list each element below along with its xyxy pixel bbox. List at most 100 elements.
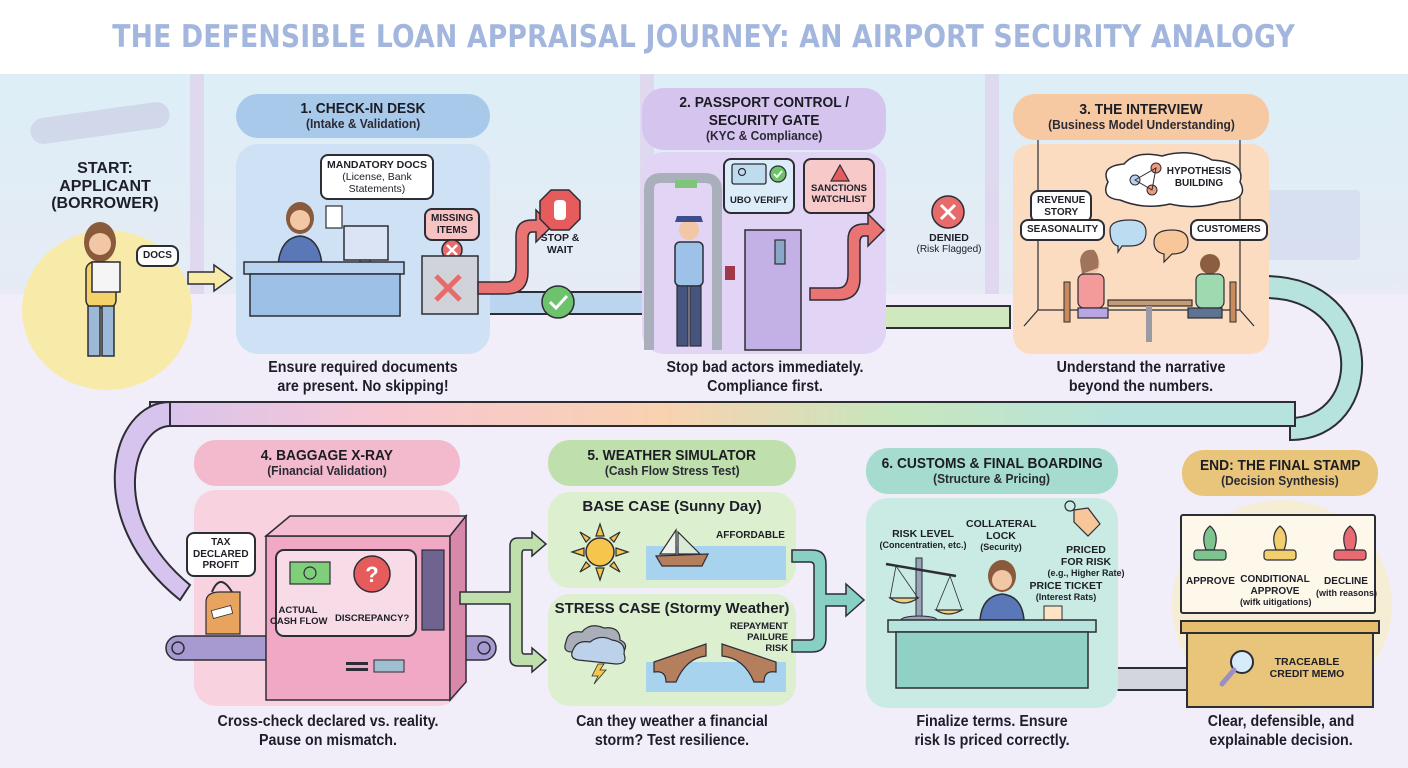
belt-curve-left bbox=[113, 400, 192, 602]
priced-line: FOR RISK bbox=[1060, 556, 1112, 569]
caption-line: Ensure required documents bbox=[268, 359, 458, 376]
stop-line: WAIT bbox=[546, 244, 574, 257]
decline-text: DECLINE bbox=[1324, 576, 1368, 587]
failure-line: RISK bbox=[765, 642, 789, 654]
stage-heading: 2. PASSPORT CONTROL / bbox=[679, 94, 849, 112]
risk-level-text: RISK LEVEL bbox=[892, 528, 954, 540]
collateral-line: COLLATERAL bbox=[966, 518, 1037, 530]
stage-heading: SECURITY GATE bbox=[708, 111, 820, 129]
id-card-check-icon bbox=[731, 163, 787, 185]
interview-table-people-icon bbox=[1063, 219, 1237, 342]
stage-heading: 1. CHECK-IN DESK bbox=[300, 99, 426, 117]
security-gate-icon bbox=[644, 173, 802, 351]
stage-caption: Stop bad actors immediately. Compliance … bbox=[632, 358, 899, 397]
missing-line: ITEMS bbox=[436, 224, 468, 236]
ticket-subtext: (Interest Rats) bbox=[1035, 592, 1097, 603]
caption-line: Compliance first. bbox=[707, 378, 823, 396]
bubble-line: MANDATORY DOCS bbox=[327, 159, 427, 171]
affordable-label: AFFORDABLE bbox=[716, 530, 785, 541]
stage-caption: Clear, defensible, and explainable decis… bbox=[1184, 712, 1377, 751]
stage-subheading: (Cash Flow Stress Test) bbox=[604, 463, 740, 479]
check-pass-icon bbox=[541, 285, 575, 319]
ticket-text: PRICE TICKET bbox=[1029, 580, 1103, 592]
tax-declared-bubble: TAX DECLARED PROFIT bbox=[186, 532, 256, 577]
stop-wait-label: STOP & WAIT bbox=[532, 232, 588, 256]
stage-caption: Can they weather a financial storm? Test… bbox=[558, 712, 786, 751]
caption-line: Stop bad actors immediately. bbox=[666, 359, 864, 376]
page-title: THE DEFENSIBLE LOAN APPRAISAL JOURNEY: A… bbox=[112, 19, 1296, 55]
price-ticket-label: PRICE TICKET (Interest Rats) bbox=[1026, 580, 1106, 602]
hypothesis-line: HYPOTHESIS bbox=[1166, 166, 1232, 177]
stage-heading: END: THE FINAL STAMP bbox=[1199, 456, 1361, 474]
priced-for-risk-label: PRICED FOR RISK (e.g., Higher Rate) bbox=[1046, 544, 1126, 578]
base-case-title: BASE CASE (Sunny Day) bbox=[582, 498, 762, 515]
caption-line: Can they weather a financial bbox=[576, 713, 768, 730]
sun-icon bbox=[570, 522, 630, 582]
stop-line: STOP & bbox=[540, 232, 580, 244]
denied-label: DENIED (Risk Flagged) bbox=[904, 232, 994, 256]
price-tag-icon bbox=[1064, 500, 1101, 537]
cash-line: CASH FLOW bbox=[270, 615, 328, 627]
sanctions-line: SANCTIONS bbox=[811, 183, 867, 194]
caption-line: explainable decision. bbox=[1209, 732, 1353, 750]
start-label-line: START: bbox=[77, 160, 133, 177]
credit-memo-label: TRACEABLE CREDIT MEMO bbox=[1262, 656, 1352, 680]
denied-x-icon bbox=[931, 195, 965, 229]
risk-level-label: RISK LEVEL (Concentratien, etc.) bbox=[878, 528, 968, 550]
merge-arrow-icon bbox=[791, 549, 866, 653]
svg-text:?: ? bbox=[365, 562, 378, 587]
bubble-line: Statements) bbox=[348, 183, 406, 196]
stage-heading: 4. BAGGAGE X-RAY bbox=[260, 446, 394, 464]
memo-line: CREDIT MEMO bbox=[1269, 668, 1345, 681]
sanctions-line: WATCHLIST bbox=[811, 193, 867, 205]
collateral-lock-label: COLLATERAL LOCK (Security) bbox=[966, 518, 1036, 552]
decline-subtext: (with reasons) bbox=[1316, 587, 1378, 598]
denied-subtext: (Risk Flagged) bbox=[916, 244, 982, 256]
revenue-story-bubble: REVENUE STORY bbox=[1030, 190, 1093, 223]
thought-cloud-icon bbox=[1105, 152, 1244, 208]
stage-caption: Finalize terms. Ensure risk Is priced co… bbox=[876, 712, 1108, 751]
revenue-line: REVENUE bbox=[1037, 195, 1086, 206]
missing-items-box-icon bbox=[421, 239, 479, 315]
stage-header: 1. CHECK-IN DESK (Intake & Validation) bbox=[236, 94, 490, 138]
caption-line: risk Is priced correctly. bbox=[914, 732, 1070, 750]
stage-heading: 5. WEATHER SIMULATOR bbox=[587, 446, 757, 464]
repayment-failure-label: REPAYMENT PAILURE RISK bbox=[730, 621, 789, 655]
missing-line: MISSING bbox=[431, 213, 474, 224]
missing-items-label: MISSING ITEMS bbox=[424, 208, 481, 241]
tax-line: DECLARED bbox=[193, 548, 249, 560]
stop-hand-icon bbox=[539, 189, 581, 231]
stage-caption: Ensure required documents are present. N… bbox=[246, 358, 480, 397]
collateral-line: LOCK bbox=[986, 530, 1016, 543]
caption-line: Understand the narrative bbox=[1056, 359, 1226, 376]
desk-body bbox=[1186, 632, 1374, 708]
stage-subheading: (Decision Synthesis) bbox=[1221, 473, 1339, 489]
revenue-line: STORY bbox=[1044, 206, 1079, 218]
priced-subtext: (e.g., Higher Rate) bbox=[1047, 568, 1125, 579]
approve-label: APPROVE bbox=[1186, 576, 1235, 587]
tax-line: TAX bbox=[211, 537, 231, 548]
arrow-right-icon bbox=[187, 263, 234, 293]
bubble-line: (License, Bank bbox=[342, 171, 412, 184]
magnifier-icon bbox=[1219, 650, 1254, 687]
stage-header: 6. CUSTOMS & FINAL BOARDING (Structure &… bbox=[866, 448, 1118, 494]
hypothesis-label: HYPOTHESIS BUILDING bbox=[1164, 166, 1234, 189]
stage-header: 3. THE INTERVIEW (Business Model Underst… bbox=[1013, 94, 1269, 140]
stage-subheading: (Business Model Understanding) bbox=[1047, 117, 1235, 133]
stage-heading: 6. CUSTOMS & FINAL BOARDING bbox=[881, 454, 1103, 472]
denied-arrow-icon bbox=[809, 212, 886, 301]
storm-cloud-icon bbox=[564, 625, 627, 685]
conditional-subtext: (wifk uitigations) bbox=[1240, 597, 1312, 607]
stage-subheading: (KYC & Compliance) bbox=[705, 127, 823, 143]
caption-line: are present. No skipping! bbox=[277, 378, 449, 396]
stage-caption: Understand the narrative beyond the numb… bbox=[1023, 358, 1259, 397]
broken-bridge-icon bbox=[646, 643, 786, 692]
stage-subheading: (Intake & Validation) bbox=[305, 116, 421, 132]
hypothesis-line: BUILDING bbox=[1174, 177, 1224, 189]
decline-label: DECLINE (with reasons) bbox=[1316, 576, 1378, 598]
stage-heading: 3. THE INTERVIEW bbox=[1079, 100, 1203, 118]
xray-machine-icon: ? bbox=[165, 513, 497, 702]
split-arrows-icon bbox=[459, 530, 548, 674]
cash-line: ACTUAL bbox=[278, 605, 318, 616]
memo-line: TRACEABLE bbox=[1274, 656, 1340, 668]
